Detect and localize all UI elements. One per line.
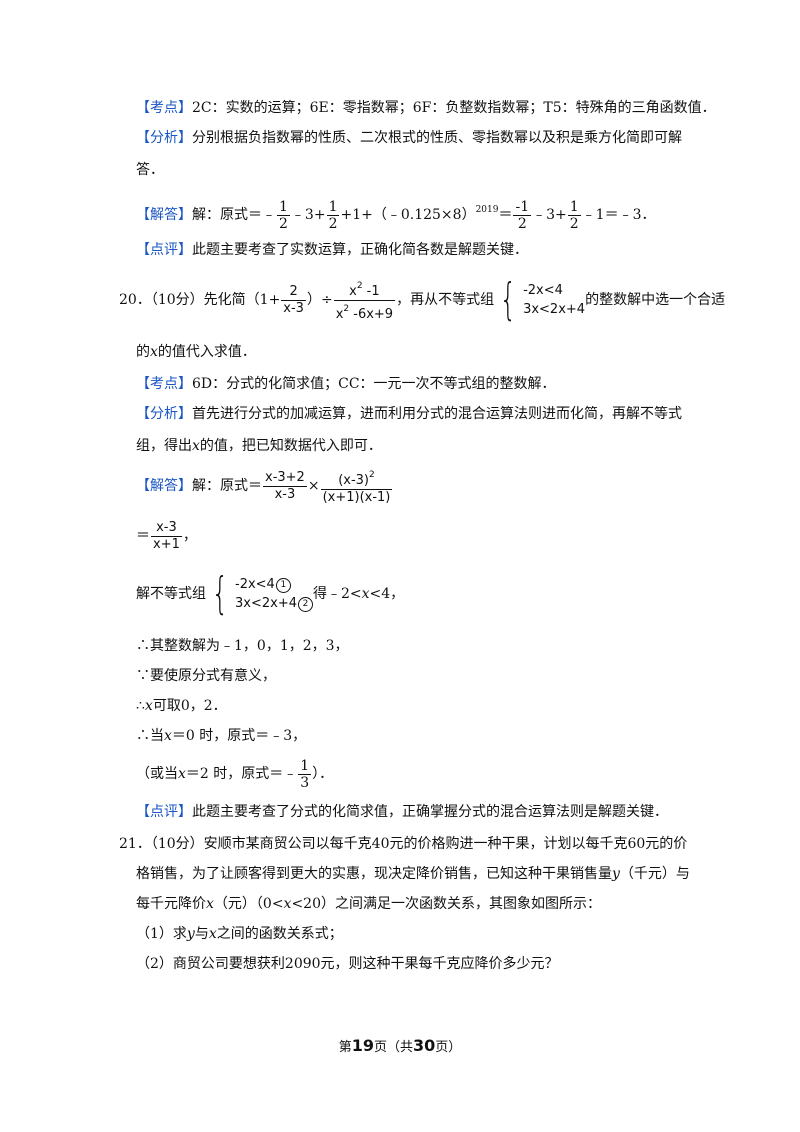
- frac-den: x-3: [274, 486, 296, 502]
- q19-kaodian: 【考点】2C：实数的运算；6E：零指数幂；6F：负整数指数幂；T5：特殊角的三角…: [136, 98, 716, 118]
- frac-num: 2: [281, 284, 306, 301]
- circled-number: 1: [275, 578, 291, 593]
- jieda-tag: 【解答】: [136, 207, 192, 223]
- q19-fenxi: 【分析】分别根据负指数幂的性质、二次根式的性质、零指数幂以及积是乘方化简即可解: [136, 128, 682, 148]
- jieda-tag: 【解答】: [136, 478, 192, 494]
- dianping-text: 此题主要考查了分式的化简求值，正确掌握分式的混合运算法则是解题关键．: [192, 804, 668, 820]
- times-sign: ×: [307, 478, 320, 494]
- q20-fenxi: 【分析】首先进行分式的加减运算，进而利用分式的混合运算法则进而化简，再解不等式: [136, 404, 682, 424]
- q21-line3: 每千元降价x（元）（0<x<20）之间满足一次函数关系，其图象如图所示：: [136, 896, 601, 912]
- fraction: (x-3)2(x+1)(x-1): [320, 467, 393, 506]
- q21-sub2: （2）商贸公司要想获利2090元，则这种干果每千克应降价多少元？: [136, 956, 559, 972]
- q19-fenxi-cont: 答．: [136, 160, 164, 180]
- kaodian-text: 2C：实数的运算；6E：零指数幂；6F：负整数指数幂；T5：特殊角的三角函数值．: [192, 100, 716, 116]
- q20-stem-cont: 的x的值代入求值．: [136, 344, 256, 360]
- frac-num: -1: [513, 198, 532, 216]
- fraction: x2 -1 x2 -6x+9: [333, 278, 396, 323]
- frac-num: x2 -1: [333, 278, 396, 301]
- q19-dianping: 【点评】此题主要考查了实数运算，正确化简各数是解题关键．: [136, 240, 528, 260]
- frac-num: 1: [567, 198, 581, 216]
- jieda-text: ＝: [498, 207, 513, 223]
- jieda-text: ﹣1＝﹣3．: [581, 207, 656, 223]
- page-total: 30: [413, 1036, 436, 1055]
- frac-den: (x+1)(x-1): [322, 489, 391, 505]
- page-footer: 第19页（共30页）: [338, 1036, 462, 1055]
- solve-text: 解不等式组: [136, 586, 206, 602]
- stem-text: 的整数解中选一个合适: [585, 292, 726, 308]
- frac-num: 1: [277, 198, 290, 216]
- inequality-2: 3x<2x+4: [523, 302, 586, 317]
- q21-line2: 格销售，为了让顾客得到更大的实惠，现决定降价销售，已知这种干果销售量y（千元）与: [136, 866, 690, 882]
- q20-fenxi-cont: 组，得出x的值，把已知数据代入即可．: [136, 438, 382, 454]
- question-points: （10分）: [150, 292, 204, 308]
- fenxi-text-cont: 答．: [136, 162, 164, 178]
- q20-dianping: 【点评】此题主要考查了分式的化简求值，正确掌握分式的混合运算法则是解题关键．: [136, 802, 668, 822]
- stem-text: ，再从不等式组: [396, 292, 495, 308]
- fenxi-tag: 【分析】: [136, 406, 192, 422]
- frac-den: 2: [569, 215, 579, 232]
- dianping-tag: 【点评】: [136, 804, 192, 820]
- stem-text: ）÷: [306, 292, 333, 308]
- q21-line1: 21．（10分）安顺市某商贸公司以每千克40元的价格购进一种干果，计划以每千克6…: [119, 834, 687, 854]
- frac-den: 2: [328, 215, 338, 232]
- frac-den: 3: [300, 774, 310, 791]
- frac-den: x+1: [153, 536, 180, 552]
- q20-line3: ∴x可取0，2．: [136, 698, 227, 714]
- exponent: 2019: [475, 205, 499, 215]
- kaodian-tag: 【考点】: [136, 100, 192, 116]
- frac-num: x-3: [151, 520, 182, 537]
- kaodian-tag: 【考点】: [136, 376, 192, 392]
- q20-line2: ∵要使原分式有意义，: [136, 668, 276, 684]
- q20-kaodian: 【考点】6D：分式的化简求值；CC：一元一次不等式组的整数解．: [136, 374, 556, 394]
- fenxi-text: 分别根据负指数幂的性质、二次根式的性质、零指数幂以及积是乘方化简即可解: [192, 130, 682, 146]
- dianping-tag: 【点评】: [136, 242, 192, 258]
- fenxi-text: 首先进行分式的加减运算，进而利用分式的混合运算法则进而化简，再解不等式: [192, 406, 682, 422]
- page-number: 19: [351, 1036, 374, 1055]
- jieda-text: ﹣3+: [290, 207, 326, 223]
- circled-number: 2: [298, 597, 313, 612]
- jieda-text: +1+（﹣0.125×8）: [340, 207, 476, 223]
- inequality-1: -2x<4: [235, 577, 275, 592]
- dianping-text: 此题主要考查了实数运算，正确化简各数是解题关键．: [192, 242, 528, 258]
- jieda-text: 解：原式＝: [192, 478, 262, 494]
- jieda-text: 解：原式＝﹣: [192, 207, 276, 223]
- q20-line4: ∴当x＝0 时，原式＝﹣3，: [136, 728, 307, 744]
- question-number: 21．: [119, 836, 151, 852]
- fenxi-tag: 【分析】: [136, 130, 192, 146]
- inequality-1: -2x<4: [523, 283, 563, 298]
- frac-den: 2: [517, 215, 527, 232]
- frac-den: x-3: [283, 300, 304, 316]
- inequality-2: 3x<2x+4: [235, 596, 297, 611]
- kaodian-text: 6D：分式的化简求值；CC：一元一次不等式组的整数解．: [192, 376, 556, 392]
- stem-text: 先化简（1+: [203, 292, 281, 308]
- frac-num: x-3+2: [263, 469, 307, 487]
- frac-num: 1: [326, 198, 340, 216]
- q20-line1: ∴其整数解为﹣1，0，1，2，3，: [136, 638, 349, 654]
- frac-den: 2: [279, 215, 288, 232]
- question-number: 20．: [119, 292, 151, 308]
- frac-num: 1: [298, 757, 312, 775]
- q21-sub1: （1）求y与x之间的函数关系式；: [136, 926, 343, 942]
- question-points: （10分）: [150, 836, 204, 852]
- frac-num: (x-3)2: [320, 467, 393, 490]
- jieda-text: ﹣3+: [532, 207, 567, 223]
- frac-den: x2 -6x+9: [335, 303, 394, 322]
- stem-text: 安顺市某商贸公司以每千克40元的价格购进一种干果，计划以每千克60元的价: [203, 836, 688, 852]
